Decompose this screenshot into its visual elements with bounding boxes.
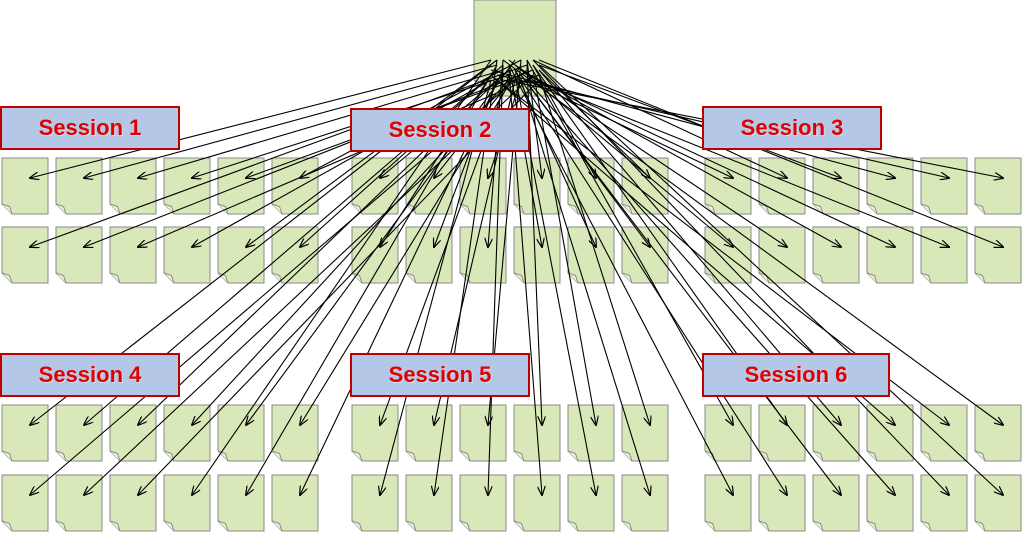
session-4-doc-3-icon bbox=[109, 404, 157, 462]
session-3-doc-7-icon bbox=[704, 226, 752, 284]
session-4-doc-1-icon bbox=[1, 404, 49, 462]
session-1-doc-2-icon bbox=[55, 157, 103, 215]
fanout-arrow bbox=[490, 69, 895, 178]
session-6-doc-12-icon bbox=[974, 474, 1022, 532]
fanout-arrow bbox=[502, 59, 1003, 425]
session-4-doc-5-icon bbox=[217, 404, 265, 462]
session-6-doc-11-icon bbox=[920, 474, 968, 532]
session-5-doc-7-icon bbox=[351, 474, 399, 532]
session-6-doc-3-icon bbox=[812, 404, 860, 462]
fanout-arrow bbox=[434, 79, 498, 247]
session-5-doc-3-icon bbox=[459, 404, 507, 462]
session-6-doc-2-icon bbox=[758, 404, 806, 462]
session-3-doc-5-icon bbox=[920, 157, 968, 215]
session-1-label: Session 1 bbox=[0, 106, 180, 150]
session-3-doc-9-icon bbox=[812, 226, 860, 284]
session-2-doc-10-icon bbox=[513, 226, 561, 284]
session-3-doc-11-icon bbox=[920, 226, 968, 284]
session-3-label: Session 3 bbox=[702, 106, 882, 150]
fanout-arrow bbox=[84, 64, 498, 178]
session-6-doc-6-icon bbox=[974, 404, 1022, 462]
session-5-doc-6-icon bbox=[621, 404, 669, 462]
fanout-arrow bbox=[532, 59, 949, 495]
fanout-arrow bbox=[538, 64, 1003, 495]
session-3-doc-4-icon bbox=[866, 157, 914, 215]
session-5-doc-8-icon bbox=[405, 474, 453, 532]
session-4-doc-6-icon bbox=[271, 404, 319, 462]
session-3-doc-6-icon bbox=[974, 157, 1022, 215]
session-3-doc-10-icon bbox=[866, 226, 914, 284]
fanout-arrow bbox=[30, 64, 528, 247]
session-6-label: Session 6 bbox=[702, 353, 890, 397]
session-4-doc-10-icon bbox=[163, 474, 211, 532]
session-4-doc-11-icon bbox=[217, 474, 265, 532]
fanout-arrow bbox=[532, 69, 596, 425]
fanout-arrow bbox=[538, 64, 841, 178]
session-5-doc-12-icon bbox=[621, 474, 669, 532]
fanout-arrow bbox=[526, 59, 733, 425]
session-6-doc-9-icon bbox=[812, 474, 860, 532]
session-5-doc-11-icon bbox=[567, 474, 615, 532]
session-6-doc-10-icon bbox=[866, 474, 914, 532]
fanout-arrow bbox=[84, 69, 534, 247]
session-6-doc-1-icon bbox=[704, 404, 752, 462]
session-1-doc-7-icon bbox=[1, 226, 49, 284]
fanout-arrow bbox=[138, 69, 504, 178]
session-2-doc-9-icon bbox=[459, 226, 507, 284]
session-1-doc-4-icon bbox=[163, 157, 211, 215]
session-6-doc-5-icon bbox=[920, 404, 968, 462]
fanout-arrow bbox=[508, 64, 733, 495]
fanout-arrow bbox=[30, 59, 492, 178]
session-5-doc-2-icon bbox=[405, 404, 453, 462]
session-2-doc-12-icon bbox=[621, 226, 669, 284]
session-1-doc-5-icon bbox=[217, 157, 265, 215]
session-4-doc-12-icon bbox=[271, 474, 319, 532]
fanout-arrow bbox=[488, 59, 504, 247]
fanout-arrow bbox=[246, 59, 498, 247]
session-4-doc-8-icon bbox=[55, 474, 103, 532]
fanout-arrow bbox=[520, 74, 841, 495]
session-1-doc-10-icon bbox=[163, 226, 211, 284]
fanout-arrow bbox=[526, 79, 895, 495]
session-5-doc-10-icon bbox=[513, 474, 561, 532]
session-1-doc-3-icon bbox=[109, 157, 157, 215]
fanout-arrow bbox=[532, 79, 949, 247]
session-6-doc-8-icon bbox=[758, 474, 806, 532]
session-5-label: Session 5 bbox=[350, 353, 530, 397]
fanout-arrow bbox=[538, 59, 1003, 247]
session-1-doc-9-icon bbox=[109, 226, 157, 284]
fanout-arrow bbox=[514, 69, 787, 495]
session-1-doc-1-icon bbox=[1, 157, 49, 215]
fanout-arrow bbox=[526, 74, 895, 247]
fanout-arrow bbox=[532, 59, 787, 178]
session-2-label: Session 2 bbox=[350, 108, 530, 152]
fanout-arrow bbox=[192, 79, 492, 247]
fanout-arrow bbox=[520, 79, 650, 495]
session-4-doc-7-icon bbox=[1, 474, 49, 532]
session-5-doc-9-icon bbox=[459, 474, 507, 532]
session-3-doc-12-icon bbox=[974, 226, 1022, 284]
session-6-doc-7-icon bbox=[704, 474, 752, 532]
session-4-label: Session 4 bbox=[0, 353, 180, 397]
session-2-doc-8-icon bbox=[405, 226, 453, 284]
fanout-arrow bbox=[520, 69, 841, 247]
fanout-arrow bbox=[300, 64, 504, 247]
session-1-doc-11-icon bbox=[217, 226, 265, 284]
session-5-doc-5-icon bbox=[567, 404, 615, 462]
session-3-doc-1-icon bbox=[704, 157, 752, 215]
